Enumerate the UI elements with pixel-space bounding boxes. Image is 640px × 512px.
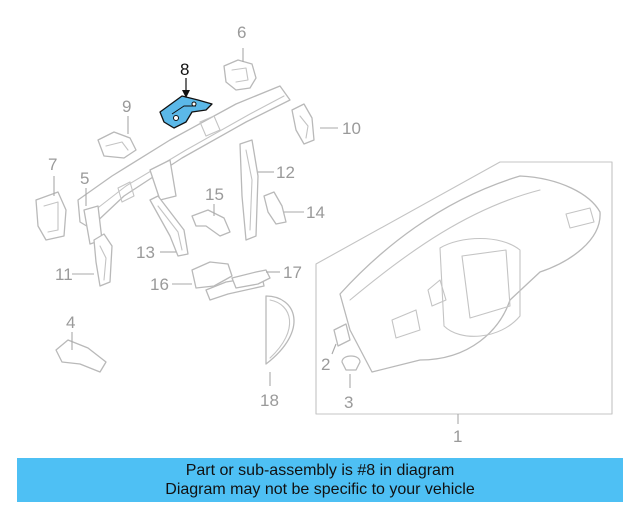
callout-17: 17: [283, 263, 302, 282]
part-6: [223, 59, 257, 91]
part-9: [97, 131, 137, 159]
callout-6: 6: [237, 23, 246, 42]
part-10: [291, 103, 315, 145]
callout-1: 1: [453, 427, 462, 446]
part-13: [149, 195, 189, 257]
callout-9: 9: [122, 97, 131, 116]
part-1-dashboard-box: [315, 161, 613, 415]
callout-7: 7: [48, 155, 57, 174]
callout-8: 8: [180, 60, 189, 79]
callout-14: 14: [306, 203, 325, 222]
callout-2: 2: [321, 355, 330, 374]
callout-13: 13: [136, 243, 155, 262]
callout-arrow-8: [182, 78, 190, 98]
caption-line-2: Diagram may not be specific to your vehi…: [165, 481, 475, 498]
callout-4: 4: [66, 313, 75, 332]
part-17: [231, 269, 271, 289]
caption-line-1: Part or sub-assembly is #8 in diagram: [185, 462, 455, 479]
part-8-highlighted: [159, 95, 213, 129]
callout-10: 10: [342, 119, 361, 138]
callout-15: 15: [205, 185, 224, 204]
part-5-cross-member: [77, 85, 291, 245]
caption-banner: Part or sub-assembly is #8 in diagram Di…: [17, 458, 623, 502]
callout-3: 3: [344, 393, 353, 412]
part-15: [191, 209, 231, 237]
callout-18: 18: [260, 391, 279, 410]
callout-11: 11: [55, 265, 73, 284]
part-12: [239, 139, 259, 241]
part-2: [333, 323, 351, 347]
callout-5: 5: [80, 169, 89, 188]
part-4: [55, 339, 107, 373]
part-18: [265, 295, 295, 365]
part-14: [263, 191, 287, 225]
callout-12: 12: [276, 163, 295, 182]
callout-16: 16: [150, 275, 169, 294]
part-7: [35, 191, 67, 241]
part-3: [341, 355, 361, 371]
parts-diagram: 6 8 9 10 7 5 12 15 14 13 11 16 17 4 2 3 …: [35, 23, 613, 446]
leader-lines: [53, 48, 459, 424]
part-11: [93, 233, 113, 287]
